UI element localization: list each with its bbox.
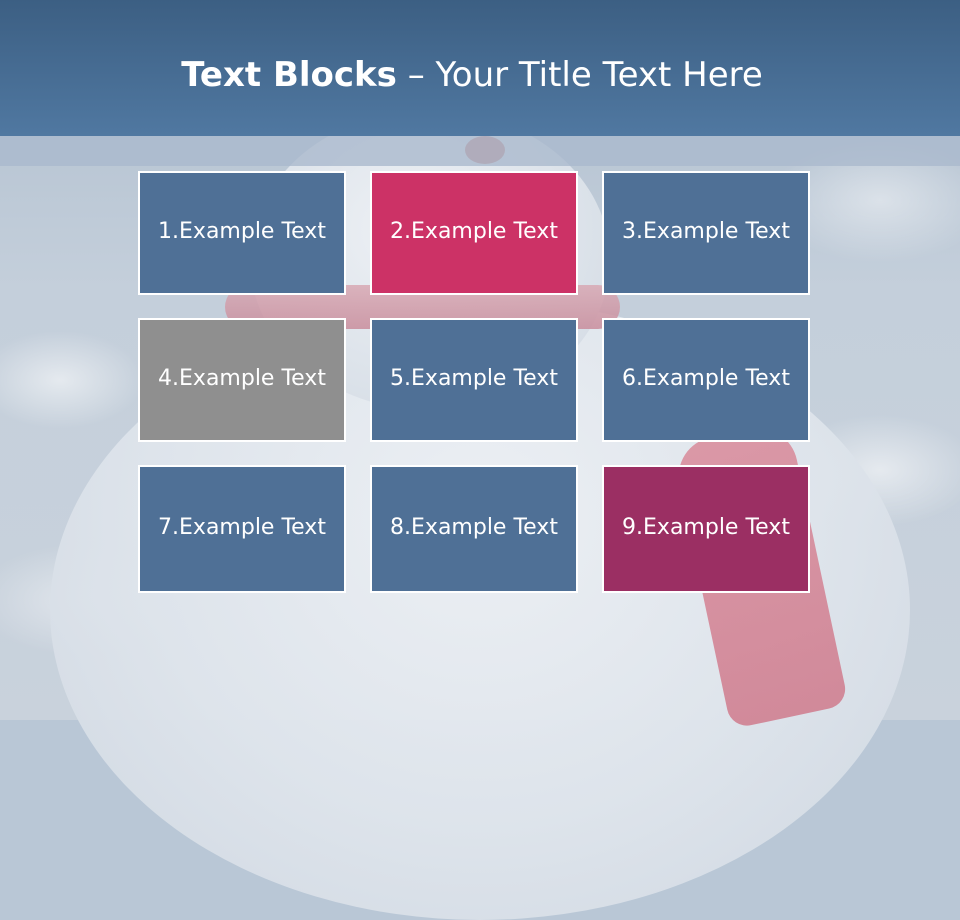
text-block-1: 1.Example Text <box>138 171 346 295</box>
text-block-5: 5.Example Text <box>370 318 578 442</box>
text-block-label: 2.Example Text <box>390 218 558 244</box>
text-block-6: 6.Example Text <box>602 318 810 442</box>
text-block-3: 3.Example Text <box>602 171 810 295</box>
title-separator: – <box>396 55 436 95</box>
text-block-label: 6.Example Text <box>622 365 790 391</box>
text-block-label: 1.Example Text <box>158 218 326 244</box>
slide-title: Text Blocks – Your Title Text Here <box>0 52 944 98</box>
text-block-7: 7.Example Text <box>138 465 346 593</box>
text-block-label: 5.Example Text <box>390 365 558 391</box>
text-block-label: 9.Example Text <box>622 514 790 540</box>
title-rest: Your Title Text Here <box>435 55 763 95</box>
text-block-label: 3.Example Text <box>622 218 790 244</box>
text-block-4: 4.Example Text <box>138 318 346 442</box>
text-block-label: 8.Example Text <box>390 514 558 540</box>
title-bar-strip <box>0 136 960 166</box>
text-block-2: 2.Example Text <box>370 171 578 295</box>
text-block-label: 7.Example Text <box>158 514 326 540</box>
text-block-8: 8.Example Text <box>370 465 578 593</box>
title-bar <box>0 0 960 136</box>
title-bold: Text Blocks <box>181 55 397 95</box>
text-block-9: 9.Example Text <box>602 465 810 593</box>
text-block-label: 4.Example Text <box>158 365 326 391</box>
